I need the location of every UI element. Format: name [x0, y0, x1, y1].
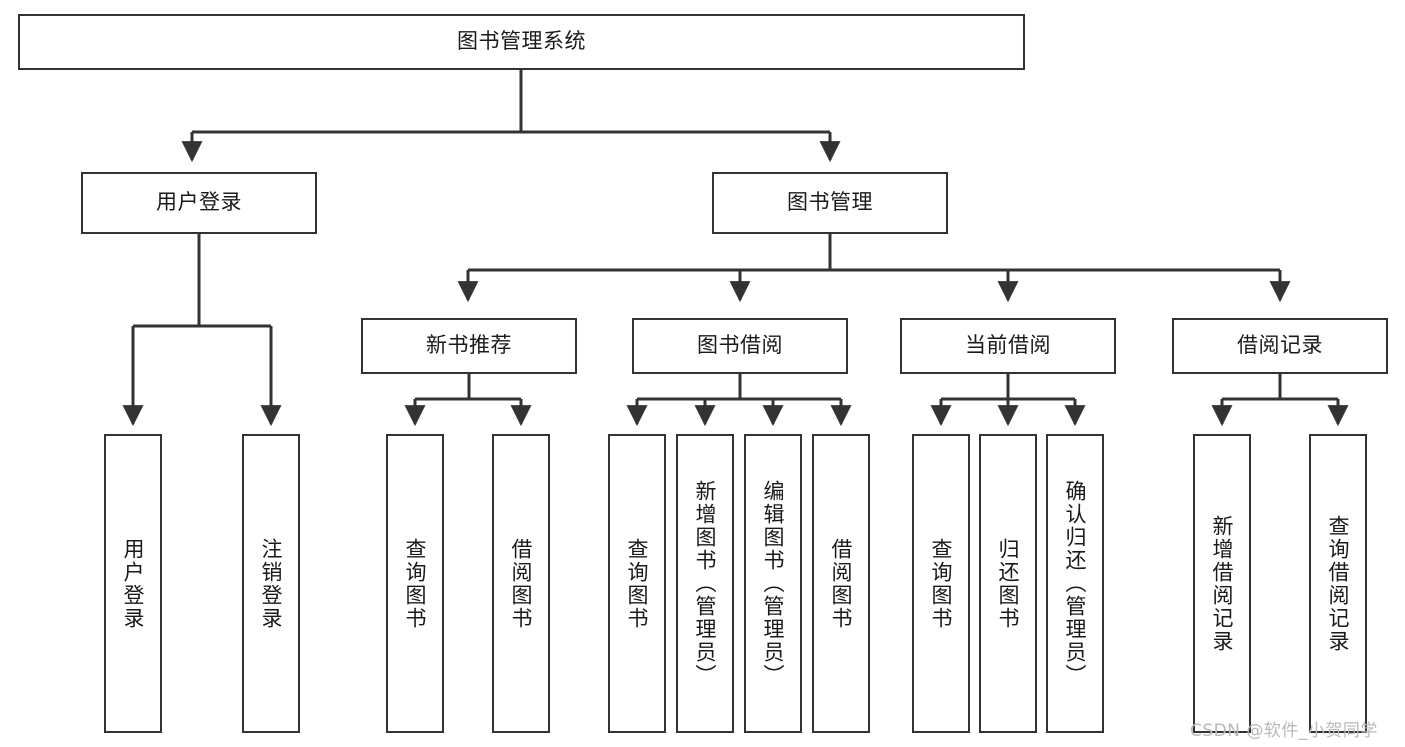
leaf-query-record-label: 查询借阅记录 — [1326, 514, 1350, 653]
node-new-book-recommend-label: 新书推荐 — [426, 333, 512, 358]
node-root-label: 图书管理系统 — [457, 29, 586, 54]
leaf-query-book-3-label: 查询图书 — [929, 537, 953, 630]
node-current-borrow[interactable]: 当前借阅 — [900, 318, 1116, 374]
leaf-query-book-1[interactable]: 查询图书 — [386, 434, 444, 733]
leaf-borrow-book-2-label: 借阅图书 — [829, 537, 853, 630]
node-new-book-recommend[interactable]: 新书推荐 — [361, 318, 577, 374]
leaf-edit-book[interactable]: 编辑图书（管理员） — [744, 434, 802, 733]
leaf-user-login[interactable]: 用户登录 — [104, 434, 162, 733]
node-borrow-record-label: 借阅记录 — [1237, 333, 1323, 358]
csdn-watermark: CSDN @软件_小贺同学 — [1190, 721, 1378, 741]
leaf-logout-login-label: 注销登录 — [259, 537, 283, 630]
leaf-add-record-label: 新增借阅记录 — [1210, 514, 1234, 653]
leaf-borrow-book-2[interactable]: 借阅图书 — [812, 434, 870, 733]
leaf-query-book-3[interactable]: 查询图书 — [912, 434, 970, 733]
leaf-query-book-2-label: 查询图书 — [625, 537, 649, 630]
leaf-query-book-2[interactable]: 查询图书 — [608, 434, 666, 733]
node-current-borrow-label: 当前借阅 — [965, 333, 1051, 358]
leaf-return-book[interactable]: 归还图书 — [979, 434, 1037, 733]
leaf-borrow-book-1[interactable]: 借阅图书 — [492, 434, 550, 733]
leaf-query-book-1-label: 查询图书 — [403, 537, 427, 630]
leaf-borrow-book-1-label: 借阅图书 — [509, 537, 533, 630]
leaf-logout-login[interactable]: 注销登录 — [242, 434, 300, 733]
node-book-manage[interactable]: 图书管理 — [712, 172, 948, 234]
node-book-borrow-label: 图书借阅 — [697, 333, 783, 358]
node-borrow-record[interactable]: 借阅记录 — [1172, 318, 1388, 374]
node-book-manage-label: 图书管理 — [787, 190, 873, 215]
leaf-confirm-return[interactable]: 确认归还（管理员） — [1046, 434, 1104, 733]
leaf-query-record[interactable]: 查询借阅记录 — [1309, 434, 1367, 733]
leaf-add-book[interactable]: 新增图书（管理员） — [676, 434, 734, 733]
node-book-borrow[interactable]: 图书借阅 — [632, 318, 848, 374]
leaf-add-book-label: 新增图书（管理员） — [693, 480, 717, 687]
leaf-edit-book-label: 编辑图书（管理员） — [761, 480, 785, 687]
node-user-login-label: 用户登录 — [156, 190, 242, 215]
leaf-return-book-label: 归还图书 — [996, 537, 1020, 630]
leaf-user-login-label: 用户登录 — [121, 537, 145, 630]
leaf-add-record[interactable]: 新增借阅记录 — [1193, 434, 1251, 733]
node-root[interactable]: 图书管理系统 — [18, 14, 1025, 70]
node-user-login[interactable]: 用户登录 — [81, 172, 317, 234]
leaf-confirm-return-label: 确认归还（管理员） — [1063, 480, 1087, 687]
